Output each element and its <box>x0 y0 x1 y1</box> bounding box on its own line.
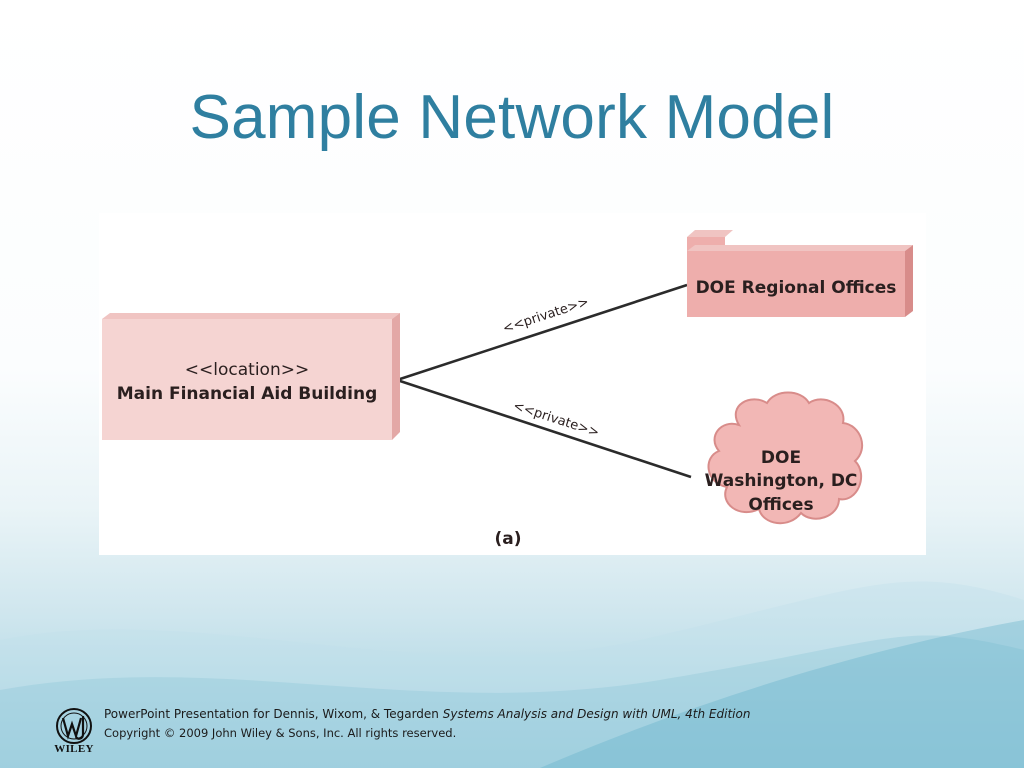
main-node-side <box>392 313 400 440</box>
wiley-logo-text: WILEY <box>54 743 94 755</box>
link-bottom-label: <<private>> <box>511 399 601 441</box>
network-diagram-figure: <<location>> Main Financial Aid Building… <box>99 213 926 555</box>
regional-offices-node: DOE Regional Offices <box>687 230 913 317</box>
link-to-regional-offices <box>396 283 688 382</box>
package-side <box>905 245 913 317</box>
main-node-stereotype: <<location>> <box>185 360 309 380</box>
cloud-line-3: Offices <box>748 495 813 515</box>
footer-copyright: Copyright © 2009 John Wiley & Sons, Inc.… <box>104 726 457 740</box>
cloud-shape <box>707 391 864 524</box>
slide-title: Sample Network Model <box>189 83 835 152</box>
package-tab-top <box>687 230 733 237</box>
footer-book-title: Systems Analysis and Design with UML, 4t… <box>442 707 751 721</box>
regional-offices-label: DOE Regional Offices <box>696 278 897 298</box>
network-diagram: <<location>> Main Financial Aid Building… <box>102 230 913 549</box>
main-node-top <box>102 313 400 319</box>
main-node-name: Main Financial Aid Building <box>117 384 378 404</box>
wiley-logo-icon <box>56 708 92 744</box>
figure-caption: (a) <box>494 529 521 549</box>
footer-credit-prefix: PowerPoint Presentation for Dennis, Wixo… <box>104 707 443 721</box>
main-location-node: <<location>> Main Financial Aid Building <box>102 313 400 440</box>
cloud-line-1: DOE <box>761 448 801 468</box>
cloud-line-2: Washington, DC <box>705 471 858 491</box>
washington-offices-cloud: DOE Washington, DC Offices <box>705 391 864 524</box>
package-front <box>687 251 905 317</box>
main-node-front <box>102 319 392 440</box>
footer-credit-line: PowerPoint Presentation for Dennis, Wixo… <box>104 707 750 721</box>
link-to-washington-offices <box>396 378 692 479</box>
package-top <box>687 245 913 251</box>
